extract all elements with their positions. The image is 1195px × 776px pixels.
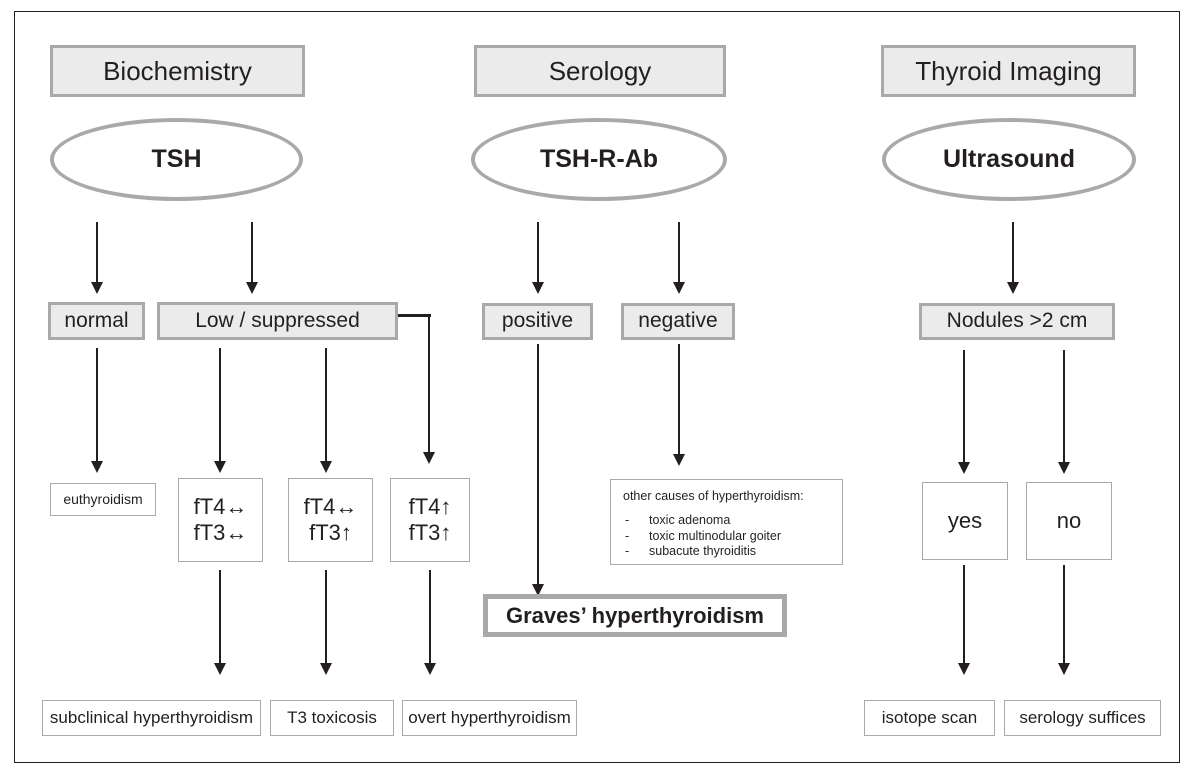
panel-ft4-normal-ft3-high: fT4↔ fT3↑ [288, 478, 373, 562]
outcome-serology-suffices: serology suffices [1004, 700, 1161, 736]
header-serology: Serology [474, 45, 726, 97]
panel-ft4-ft3-normal: fT4↔ fT3↔ [178, 478, 263, 562]
answer-yes: yes [922, 482, 1008, 560]
other-causes-list: toxic adenoma toxic multinodular goiter … [623, 513, 830, 559]
test-node-tsh-r-ab: TSH-R-Ab [471, 118, 727, 201]
result-low-suppressed: Low / suppressed [157, 302, 398, 340]
diagnosis-graves-hyperthyroidism: Graves’ hyperthyroidism [483, 594, 787, 637]
other-cause-item: toxic adenoma [623, 513, 830, 528]
result-positive: positive [482, 303, 593, 340]
outcome-euthyroidism: euthyroidism [50, 483, 156, 516]
test-node-tsh: TSH [50, 118, 303, 201]
header-thyroid-imaging: Thyroid Imaging [881, 45, 1136, 97]
answer-no: no [1026, 482, 1112, 560]
outcome-overt-hyperthyroidism: overt hyperthyroidism [402, 700, 577, 736]
panel-3-line-1: fT4↑ [408, 494, 452, 520]
panel-2-line-1: fT4↔ [303, 494, 358, 520]
panel-3-line-2: fT3↑ [408, 520, 452, 545]
finding-nodules-over-2cm: Nodules >2 cm [919, 303, 1115, 340]
test-node-ultrasound: Ultrasound [882, 118, 1136, 201]
header-biochemistry: Biochemistry [50, 45, 305, 97]
other-causes-title: other causes of hyperthyroidism: [623, 489, 804, 503]
other-causes-box: other causes of hyperthyroidism: toxic a… [610, 479, 843, 565]
outcome-isotope-scan: isotope scan [864, 700, 995, 736]
outcome-subclinical-hyperthyroidism: subclinical hyperthyroidism [42, 700, 261, 736]
other-cause-item: toxic multinodular goiter [623, 529, 830, 544]
panel-1-line-2: fT3↔ [193, 520, 248, 545]
panel-2-line-2: fT3↑ [309, 520, 352, 545]
result-normal: normal [48, 302, 145, 340]
diagram-frame [14, 11, 1180, 763]
outcome-t3-toxicosis: T3 toxicosis [270, 700, 394, 736]
other-cause-item: subacute thyroiditis [623, 544, 830, 559]
result-negative: negative [621, 303, 735, 340]
panel-ft4-high-ft3-high: fT4↑ fT3↑ [390, 478, 470, 562]
panel-1-line-1: fT4↔ [193, 494, 248, 520]
connector-low-to-ft4-up [398, 314, 435, 464]
